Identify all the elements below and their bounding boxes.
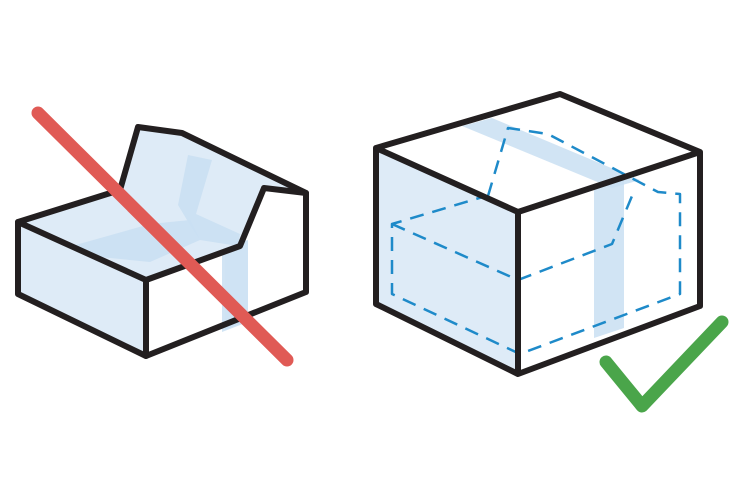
intact-box [373, 91, 703, 377]
intact-box-outline [373, 91, 703, 377]
intact-box-tape-top [462, 118, 640, 188]
damaged-box-tape-strip [178, 155, 240, 246]
cross-icon [31, 106, 294, 367]
intact-box-dashed-lines [390, 126, 682, 356]
check-icon [599, 315, 729, 413]
damaged-box [15, 124, 309, 359]
intact-box-front-face [376, 148, 518, 374]
intact-box-tape-side [594, 180, 624, 338]
damaged-box-flap-outline [15, 124, 309, 225]
damaged-box-tape-strip-2 [72, 220, 200, 262]
damaged-box-front-face [18, 222, 146, 356]
